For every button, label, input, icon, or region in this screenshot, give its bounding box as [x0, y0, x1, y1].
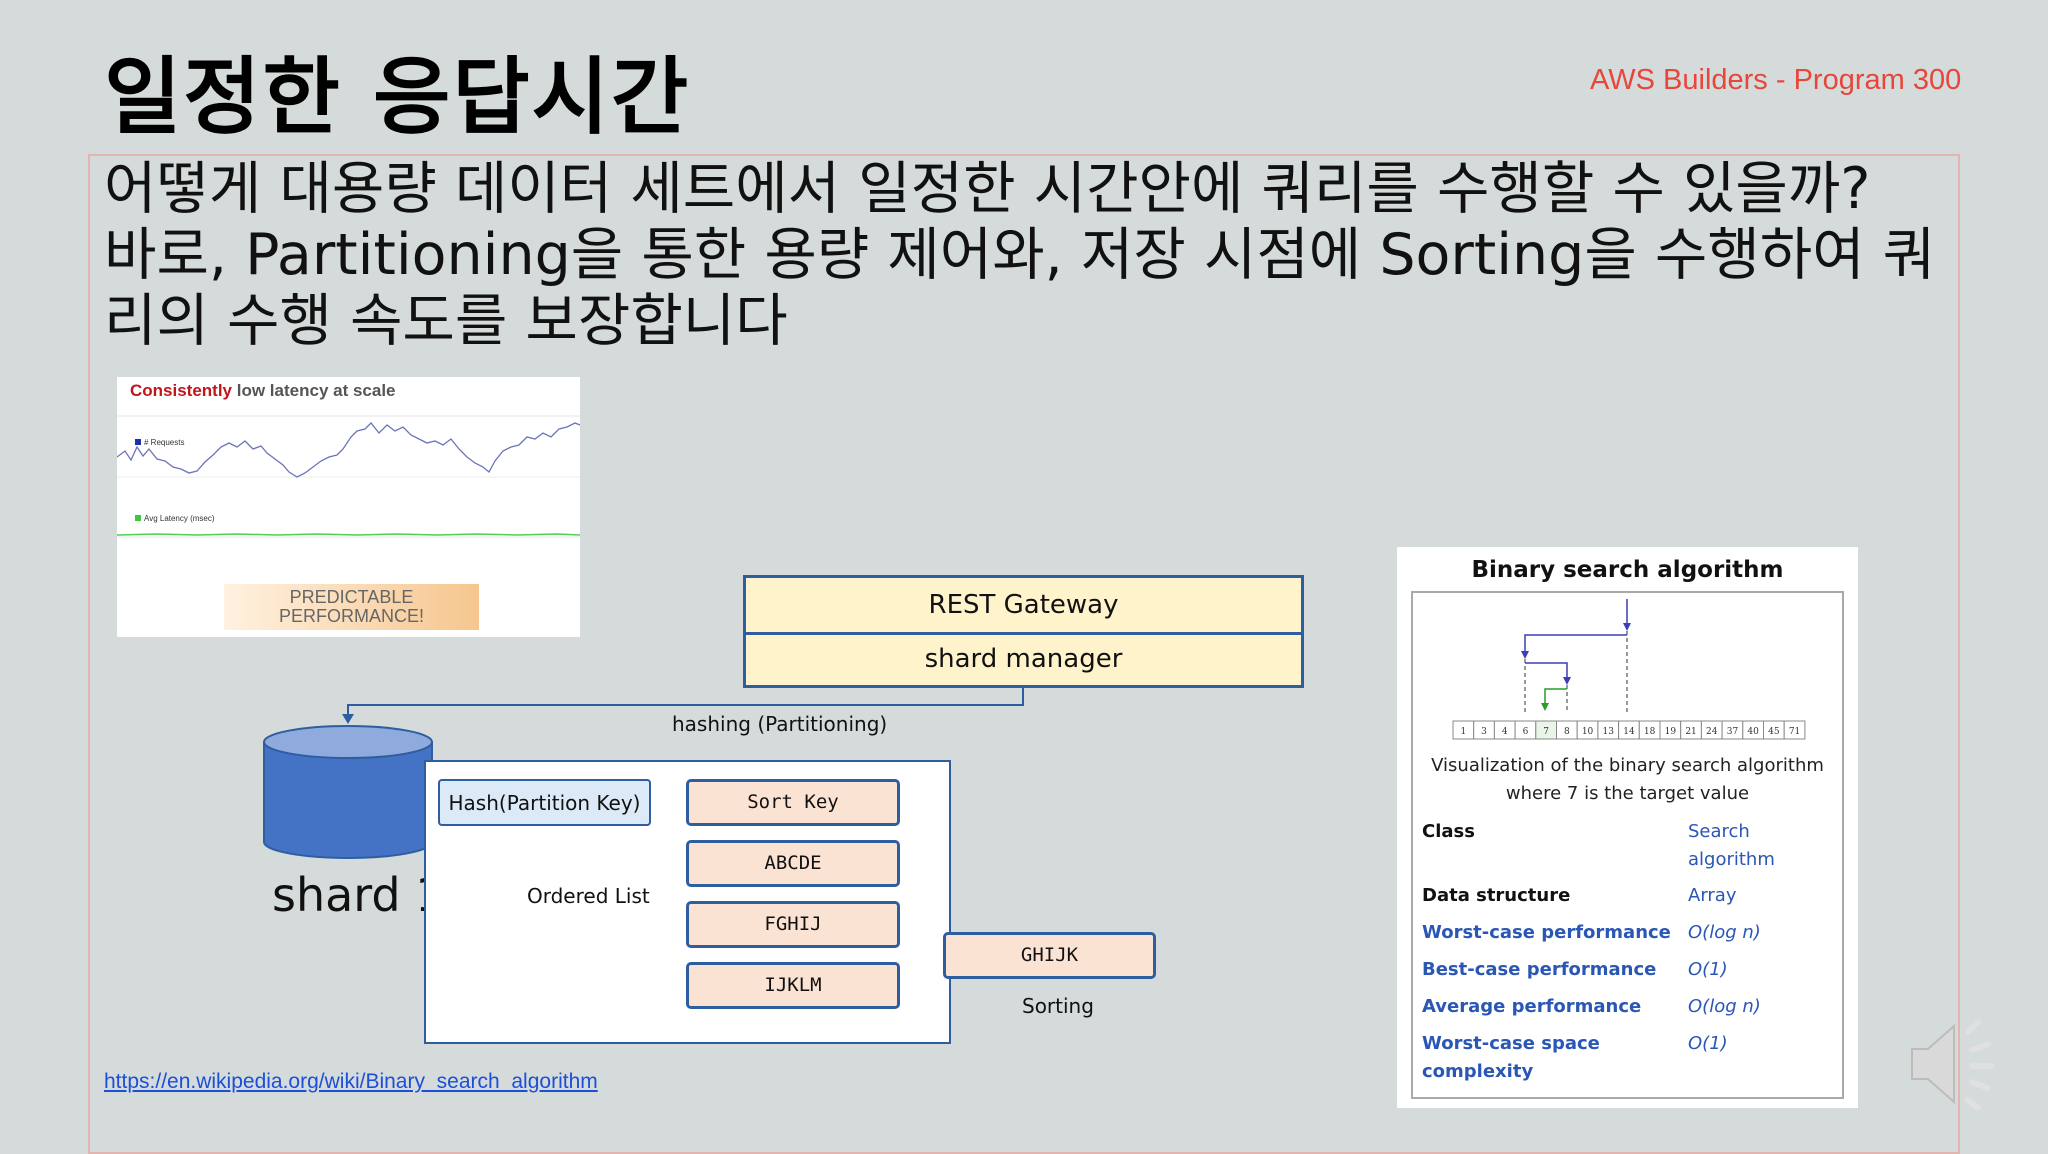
array-cell-value: 10 — [1582, 727, 1594, 737]
body-line-1: 어떻게 대용량 데이터 세트에서 일정한 시간안에 쿼리를 수행할 수 있을까? — [104, 156, 1871, 222]
array-cell-value: 18 — [1644, 727, 1656, 737]
body-text: 어떻게 대용량 데이터 세트에서 일정한 시간안에 쿼리를 수행할 수 있을까?… — [104, 156, 1984, 354]
body-line-3: 리의 수행 속도를 보장합니다 — [104, 288, 788, 354]
latency-line — [117, 533, 580, 536]
shard-manager-label: shard manager — [924, 644, 1123, 674]
array-cell-value: 13 — [1603, 727, 1615, 737]
array-cell-value: 1 — [1460, 727, 1466, 737]
array-cell-value: 14 — [1623, 727, 1635, 737]
array-cell-value: 45 — [1768, 727, 1780, 737]
incoming-key-box: GHIJK — [943, 932, 1156, 979]
infobox-border — [1411, 591, 1844, 1099]
array-cell-value: 4 — [1502, 727, 1508, 737]
slide-title: 일정한 응답시간 — [104, 48, 691, 146]
array-cell-value: 37 — [1727, 727, 1739, 737]
latency-chart-image: Consistently low latency at scale # Requ… — [117, 377, 580, 637]
badge-line-2: PERFORMANCE! — [278, 606, 424, 626]
array-cell-value: 6 — [1523, 727, 1529, 737]
array-cell-value: 21 — [1685, 727, 1696, 737]
legend-requests: # Requests — [135, 438, 184, 447]
array-cell-value: 19 — [1665, 727, 1677, 737]
array-cell-value: 3 — [1481, 727, 1487, 737]
infobox-caption: Visualization of the binary search algor… — [1411, 752, 1844, 808]
row-space-key-2[interactable]: complexity — [1422, 1061, 1534, 1082]
badge-line-1: PREDICTABLE — [289, 587, 414, 607]
sort-key-item: IJKLM — [686, 962, 900, 1009]
array-cell-value: 24 — [1706, 727, 1718, 737]
sorting-label: Sorting — [1022, 994, 1094, 1018]
row-average-key[interactable]: Average performance — [1422, 996, 1642, 1017]
row-data-structure-key: Data structure — [1422, 885, 1571, 906]
partition-key-box: Hash(Partition Key) — [438, 779, 651, 826]
predictable-performance-badge: PREDICTABLE PERFORMANCE! — [224, 584, 479, 630]
row-average-value: O(log n) — [1688, 996, 1761, 1017]
sort-key-item: FGHIJ — [686, 901, 900, 948]
hashing-label: hashing (Partitioning) — [672, 712, 888, 736]
ordered-list-label: Ordered List — [527, 884, 650, 908]
shard-database-icon — [263, 725, 433, 859]
wikipedia-link[interactable]: https://en.wikipedia.org/wiki/Binary_sea… — [104, 1070, 598, 1093]
row-data-structure-value[interactable]: Array — [1688, 885, 1737, 906]
caption-line-2: where 7 is the target value — [1505, 783, 1750, 804]
row-worst-case-value: O(log n) — [1688, 922, 1761, 943]
row-best-case-key[interactable]: Best-case performance — [1422, 959, 1657, 980]
rest-gateway-label: REST Gateway — [746, 578, 1301, 635]
row-class-value[interactable]: Search — [1688, 821, 1750, 842]
sort-key-box: Sort Key — [686, 779, 900, 826]
speaker-icon[interactable] — [1906, 1014, 2016, 1114]
row-worst-case-key[interactable]: Worst-case performance — [1422, 922, 1671, 943]
row-space-key[interactable]: Worst-case space — [1422, 1033, 1600, 1054]
brand-label: AWS Builders - Program 300 — [1590, 64, 1962, 96]
array-cell-value: 8 — [1564, 727, 1570, 737]
latency-chart-title-em: Consistently — [130, 381, 233, 400]
row-class-key: Class — [1422, 821, 1475, 842]
sort-key-item: ABCDE — [686, 840, 900, 887]
row-class-value-2[interactable]: algorithm — [1688, 849, 1775, 870]
infobox-title: Binary search algorithm — [1471, 557, 1784, 583]
latency-chart-title-rest: low latency at scale — [232, 381, 396, 400]
legend-latency: Avg Latency (msec) — [135, 514, 215, 523]
row-space-value: O(1) — [1688, 1033, 1728, 1054]
latency-chart-graphic — [117, 415, 580, 538]
row-best-case-value: O(1) — [1688, 959, 1728, 980]
requests-line — [117, 422, 580, 478]
array-cell-value: 71 — [1789, 727, 1800, 737]
body-line-2: 바로, Partitioning을 통한 용량 제어와, 저장 시점에 Sort… — [104, 222, 1936, 288]
gateway-box: REST Gateway shard manager — [743, 575, 1304, 688]
array-cell-value: 40 — [1747, 727, 1759, 737]
shard-label: shard 1 — [272, 868, 445, 922]
caption-line-1: Visualization of the binary search algor… — [1431, 755, 1824, 776]
array-cell — [1783, 720, 1806, 740]
array-cell-value: 7 — [1543, 727, 1549, 737]
latency-chart-title: Consistently low latency at scale — [130, 381, 396, 401]
